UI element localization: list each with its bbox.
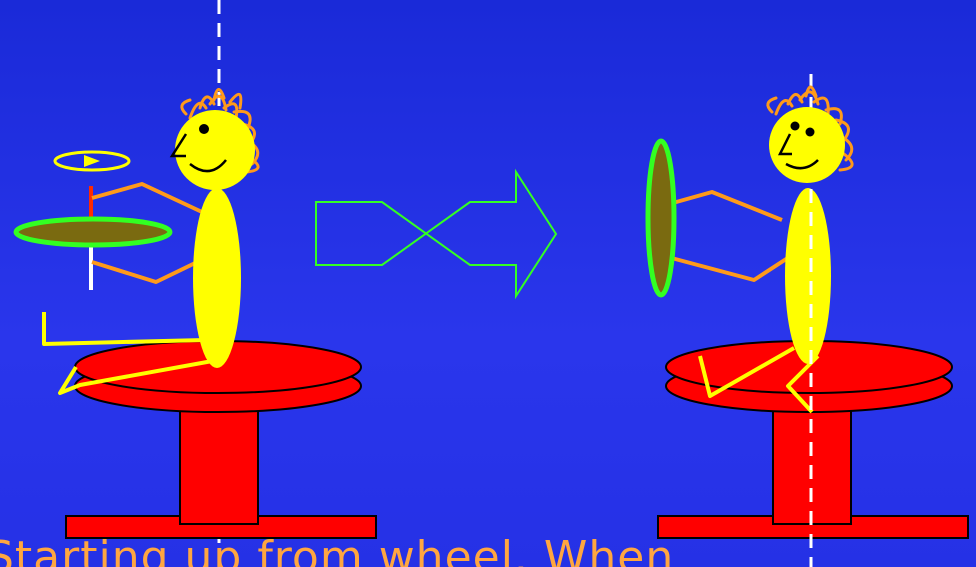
person-leg-one-right	[698, 346, 795, 398]
person-leg-two-right	[786, 354, 820, 414]
spin-arrow-icon	[53, 150, 131, 172]
person-mouth-right	[785, 159, 819, 170]
person-head-left	[175, 110, 255, 190]
person-arm-upper-right	[661, 190, 783, 222]
person-mouth-left	[189, 159, 227, 173]
person-arm-lower-right	[663, 248, 802, 282]
person-leg-upper-left	[42, 312, 206, 346]
right-panel	[645, 74, 969, 567]
person-arm-upper-left	[91, 182, 203, 214]
stool-pedestal-left	[179, 395, 259, 525]
person-nose-left	[169, 133, 188, 158]
bicycle-wheel-vertical	[645, 138, 677, 298]
person-leg-lower-left	[58, 358, 219, 395]
twisted-arrow-icon	[315, 168, 558, 300]
person-eye-right-2	[805, 127, 815, 137]
person-nose-right	[777, 133, 792, 156]
left-panel	[13, 0, 377, 567]
stool-pedestal-right	[772, 395, 852, 525]
person-head-right	[769, 107, 845, 183]
person-torso-left	[193, 188, 241, 368]
person-eye-right-1	[790, 121, 800, 131]
caption-text: Starting up from wheel. When	[0, 532, 675, 567]
person-eye-left	[199, 124, 209, 134]
bicycle-wheel-horizontal	[13, 216, 173, 248]
person-torso-right	[785, 188, 831, 364]
